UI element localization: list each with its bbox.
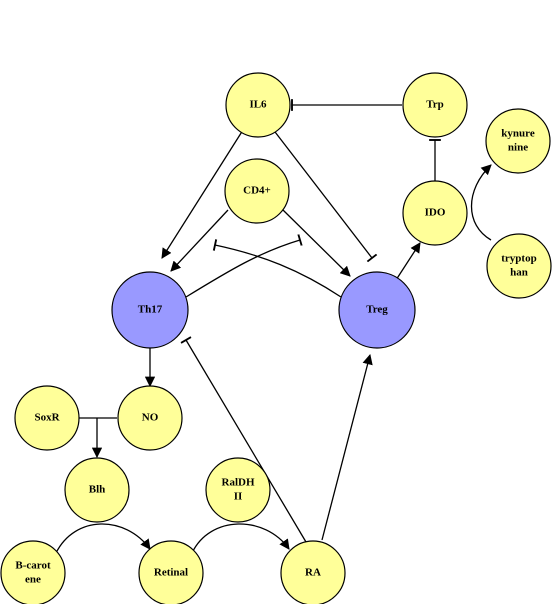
node-trp: Trp: [402, 72, 468, 138]
node-retinal-label: Retinal: [154, 567, 188, 579]
edge-treg-inhibits-th17: [212, 239, 342, 298]
edge-il6-inhibits-treg: [271, 127, 378, 263]
node-retinal: Retinal: [138, 540, 204, 604]
node-raldh: RalDH II: [205, 457, 271, 523]
node-raldh-label-line1: RalDH: [222, 477, 255, 489]
node-tryptophan-label-line1: tryptop: [501, 253, 536, 265]
node-blh-label: Blh: [89, 484, 106, 496]
edge-retinal-to-ra: [191, 523, 290, 554]
node-kynurenine-label-line1: kynure: [501, 128, 535, 140]
node-bcarotene-label-line2: ene: [25, 574, 41, 586]
node-blh: Blh: [64, 457, 130, 523]
node-tryptophan-label-line2: han: [510, 267, 528, 279]
node-th17: Th17: [111, 271, 189, 349]
node-il6-label: IL6: [249, 99, 267, 111]
node-kynurenine: kynure nine: [485, 108, 551, 174]
node-trp-label: Trp: [426, 99, 444, 111]
node-il6: IL6: [225, 72, 291, 138]
edge-il6-activates-th17: [161, 129, 244, 259]
node-cd4-label: CD4+: [243, 185, 271, 197]
node-raldh-label-line2: II: [234, 491, 243, 503]
node-ido: IDO: [402, 180, 468, 246]
node-soxr: SoxR: [14, 385, 80, 451]
node-ido-label: IDO: [425, 207, 446, 219]
edge-ra-activates-treg: [321, 353, 373, 541]
edge-bcarotene-to-retinal: [55, 523, 151, 554]
node-treg: Treg: [338, 271, 416, 349]
node-bcarotene: B-carot ene: [0, 540, 66, 604]
edge-th17-inhibits-treg: [185, 234, 303, 298]
node-ra-label: RA: [305, 567, 321, 579]
node-treg-label: Treg: [366, 304, 388, 316]
node-ra: RA: [280, 540, 346, 604]
edge-cd4-activates-treg: [282, 209, 351, 277]
node-kynurenine-label-line2: nine: [508, 142, 528, 154]
node-th17-label: Th17: [138, 304, 163, 316]
edge-tryptophan-to-kynurenine: [471, 164, 492, 241]
edge-ra-inhibits-th17: [180, 336, 307, 543]
node-no: NO: [117, 385, 183, 451]
node-tryptophan: tryptop han: [486, 233, 552, 299]
edge-treg-activates-ido: [395, 242, 421, 281]
node-bcarotene-label-line1: B-carot: [15, 560, 51, 572]
node-cd4: CD4+: [224, 158, 290, 224]
node-soxr-label: SoxR: [34, 412, 60, 424]
edge-cd4-activates-th17: [170, 209, 229, 272]
node-no-label: NO: [142, 412, 159, 424]
